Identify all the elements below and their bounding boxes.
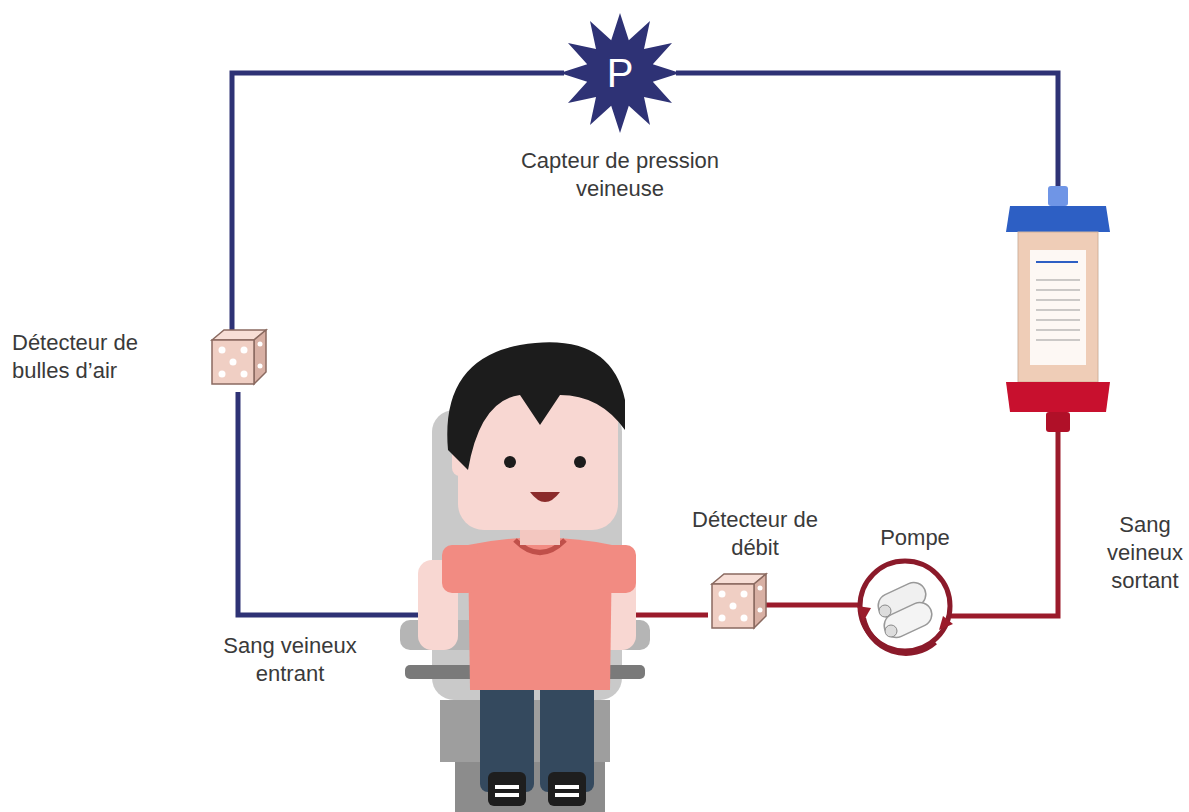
detector-cube <box>708 570 770 632</box>
tube-line <box>676 73 1058 200</box>
pump-symbol <box>855 556 955 656</box>
sensor-label: Capteur de pression veineuse <box>500 147 740 203</box>
star-holder: P <box>558 11 682 135</box>
diagram-node: Détecteur de bulles d’air <box>12 326 270 388</box>
circuit-connector <box>676 73 1058 616</box>
adsorption-column <box>1006 186 1110 432</box>
detector-label: Détecteur de débit <box>680 506 830 562</box>
diagram-node: Pompe <box>850 524 980 656</box>
flow-label: Sang veineux sortant <box>1104 511 1186 595</box>
detector-cube <box>208 326 270 388</box>
sensor-symbol-letter: P <box>558 11 682 135</box>
detector-label: Détecteur de bulles d’air <box>12 329 192 385</box>
tube-line <box>758 603 859 608</box>
pump-label: Pompe <box>850 524 980 552</box>
return-line <box>238 392 440 615</box>
tube-line <box>951 420 1058 616</box>
diagram-node: P Capteur de pression veineuse <box>500 11 740 203</box>
patient-illustration <box>400 342 650 812</box>
tube-line <box>232 73 564 334</box>
diagram-node: Détecteur de débit <box>680 506 830 632</box>
flow-label: Sang veineux entrant <box>190 632 390 688</box>
circuit-connector <box>758 605 859 606</box>
circuit-connector <box>232 73 564 334</box>
